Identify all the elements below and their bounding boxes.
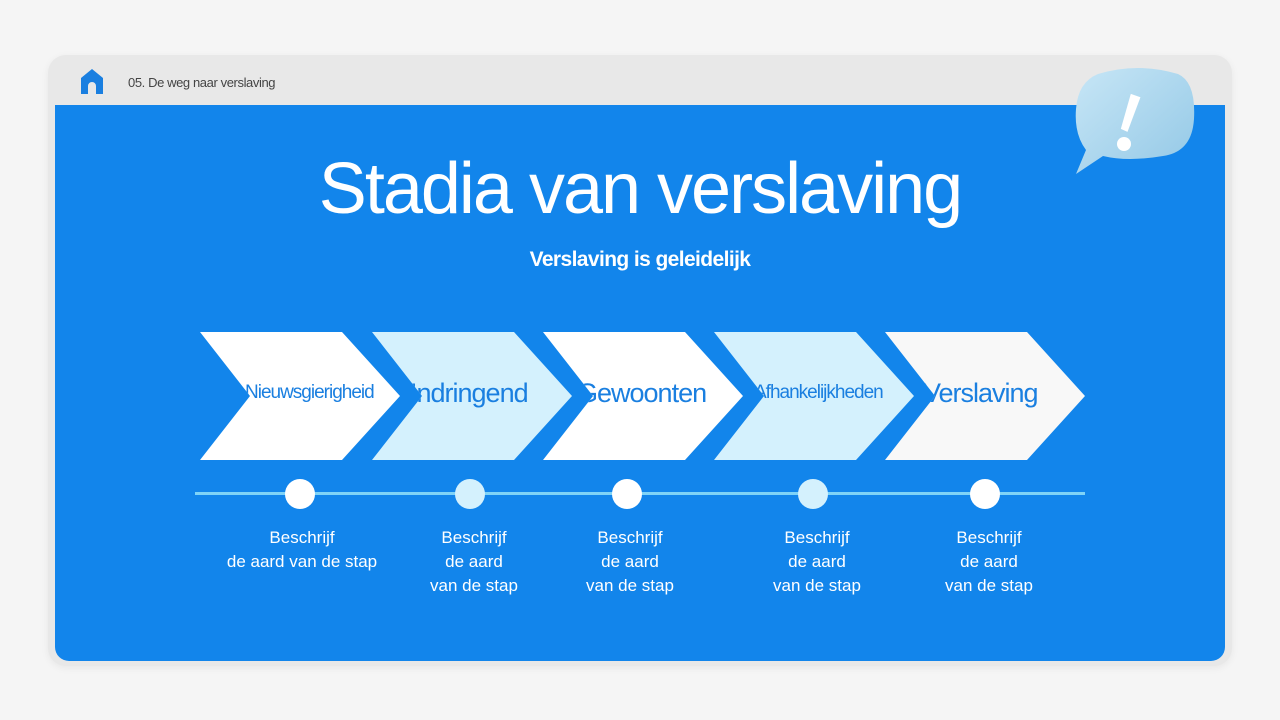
desc-line: van de stap [430,576,518,595]
home-icon[interactable] [80,68,104,94]
desc-line: Beschrijf [597,528,663,547]
desc-line: Beschrijf [269,528,335,547]
step-description-4: Beschrijf de aard van de stap [717,526,917,598]
step-description-2: Beschrijf de aard van de stap [374,526,574,598]
step-label: Nieuwsgierigheid [245,382,375,403]
desc-line: de aard [601,552,659,571]
exclamation-speech-bubble-icon [1075,68,1195,174]
step-label: Gewoonten [577,378,707,408]
desc-line: van de stap [586,576,674,595]
desc-line: de aard [445,552,503,571]
timeline-dot [455,479,485,509]
step-label: Afhankelijkheden [754,382,884,403]
step-label: Indringend [410,378,529,408]
timeline-dot [798,479,828,509]
slide-title: Stadia van verslaving [318,149,963,229]
timeline-dot [612,479,642,509]
desc-line: van de stap [945,576,1033,595]
desc-line: de aard [788,552,846,571]
step-description-3: Beschrijf de aard van de stap [530,526,730,598]
step-description-5: Beschrijf de aard van de stap [889,526,1089,598]
desc-line: de aard van de stap [226,552,378,571]
slide-subtitle: Verslaving is geleidelijk [529,248,751,271]
timeline-dot [285,479,315,509]
breadcrumb[interactable]: 05. De weg naar verslaving [128,75,276,90]
desc-line: Beschrijf [441,528,507,547]
desc-line: van de stap [773,576,861,595]
desc-line: Beschrijf [956,528,1022,547]
desc-line: de aard [960,552,1018,571]
step-label: Verslaving [923,378,1039,408]
step-description-1: Beschrijf de aard van de stap [202,526,402,574]
timeline-dot [970,479,1000,509]
desc-line: Beschrijf [784,528,850,547]
